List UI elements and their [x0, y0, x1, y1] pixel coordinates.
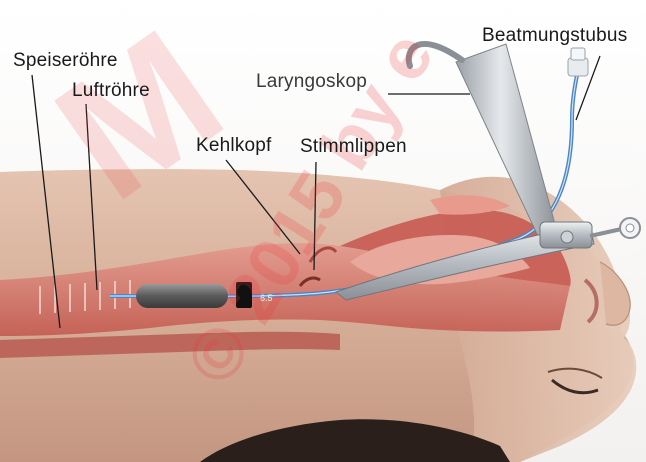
label-beatmungstubus: Beatmungstubus — [482, 25, 627, 47]
label-laryngoskop: Laryngoskop — [256, 71, 367, 93]
tube-connector-tip — [571, 48, 585, 60]
tube-marker-band — [236, 282, 252, 308]
hinge-pin — [561, 231, 573, 243]
label-luftroehre: Luftröhre — [72, 80, 150, 102]
tube-cuff — [136, 284, 228, 308]
label-speiseroehre: Speiseröhre — [13, 50, 118, 72]
tube-connector — [568, 58, 588, 76]
label-kehlkopf: Kehlkopf — [196, 135, 272, 157]
tube-marking: 6.5 — [260, 293, 273, 303]
label-stimmlippen: Stimmlippen — [300, 136, 407, 158]
